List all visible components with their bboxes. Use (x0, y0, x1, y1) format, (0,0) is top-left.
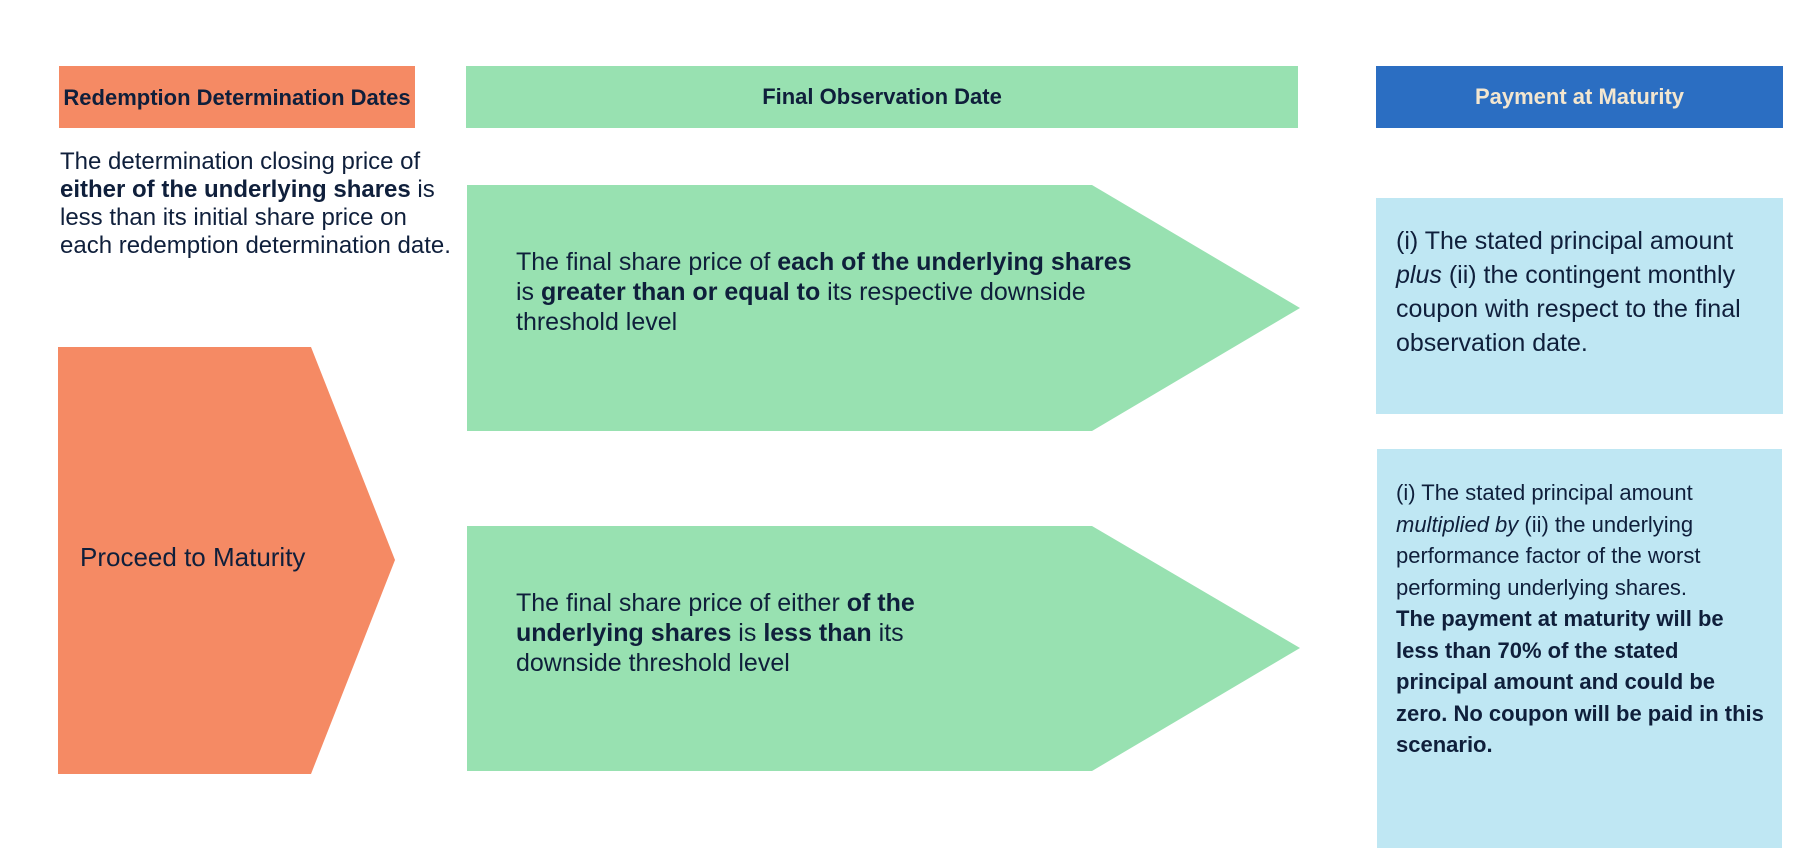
scenario-up-text: The final share price of each of the und… (516, 247, 1136, 337)
payment-up-box (1376, 198, 1783, 414)
header-final-observation-label: Final Observation Date (762, 84, 1002, 109)
bold-text: greater than or equal to (541, 278, 821, 306)
text: is (731, 619, 764, 647)
text: its respective downside threshold level (516, 278, 1086, 336)
scenario-down-text: The final share price of either of the u… (516, 588, 1016, 678)
text: (i) The stated principal amount (1396, 227, 1734, 255)
text: The final share price of (516, 248, 778, 276)
italic-text: plus (1396, 261, 1442, 289)
text: is (516, 278, 541, 306)
text: The final share price of either (516, 589, 847, 617)
text: is less than its initial share price on … (60, 176, 451, 259)
text: (i) The stated principal amount (1396, 480, 1693, 505)
header-redemption-label: Redemption Determination Dates (63, 84, 411, 110)
bold-text: less than (763, 619, 872, 647)
left-condition-text: The determination closing price of eithe… (60, 148, 460, 260)
bold-text: of the underlying shares (516, 589, 915, 647)
payment-down-box (1377, 449, 1782, 848)
bold-warning-text: The payment at maturity will be less tha… (1396, 606, 1764, 757)
proceed-label: Proceed to Maturity (80, 542, 306, 572)
italic-text: multiplied by (1396, 511, 1519, 537)
header-payment-label: Payment at Maturity (1474, 84, 1685, 109)
scenario-up-arrow (467, 185, 1300, 431)
text: The determination closing price of (60, 148, 421, 175)
payment-up-text: (i) The stated principal amount plus (ii… (1396, 224, 1771, 360)
bold-text: each of the underlying shares (777, 248, 1132, 276)
text: its downside threshold level (516, 619, 904, 677)
text: (ii) the underlying performance factor o… (1396, 511, 1701, 600)
header-redemption-dates: Redemption Determination Dates (59, 66, 415, 128)
header-final-observation: Final Observation Date (466, 66, 1298, 128)
proceed-arrow (58, 347, 395, 774)
payment-down-text: (i) The stated principal amount multipli… (1396, 477, 1771, 761)
bold-text: either of the underlying shares (60, 176, 411, 203)
text: (ii) the contingent monthly coupon with … (1396, 261, 1741, 357)
header-payment-at-maturity: Payment at Maturity (1376, 66, 1783, 128)
